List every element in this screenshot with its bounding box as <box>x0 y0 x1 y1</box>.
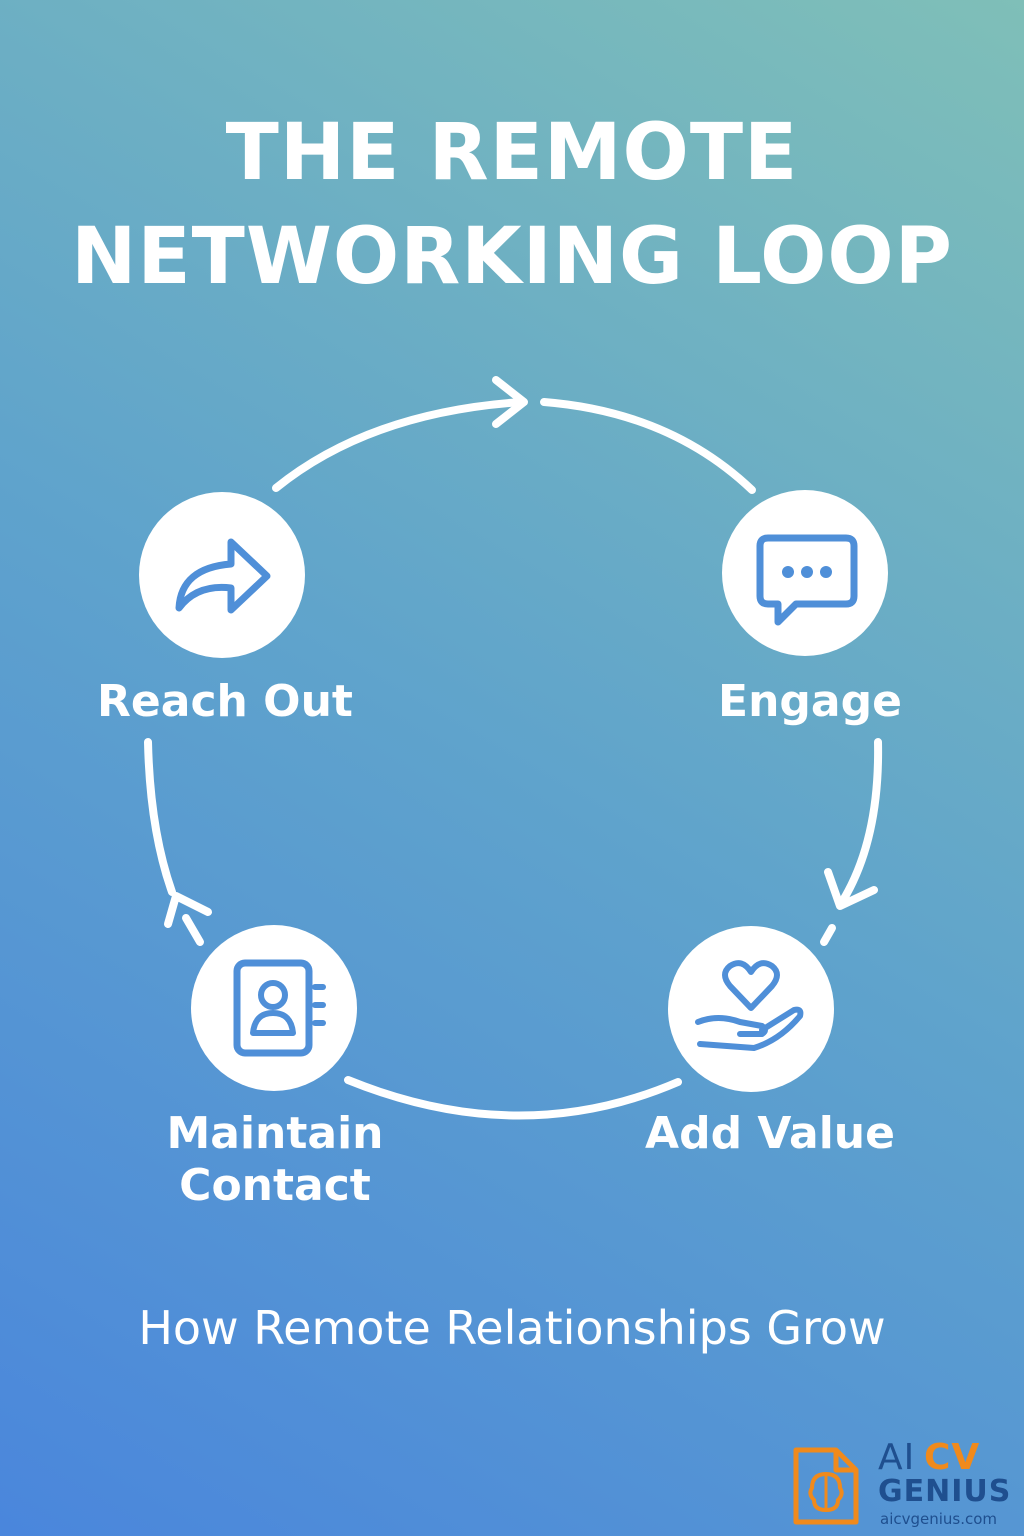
arrow-head-left <box>164 892 212 928</box>
title-line-1: THE REMOTE <box>225 108 799 198</box>
step-reach-out-label: Reach Out <box>97 676 353 727</box>
logo-genius-text: GENIUS <box>878 1474 1012 1509</box>
title-line-2: NETWORKING LOOP <box>71 212 953 302</box>
chat-bubble-icon <box>756 534 858 626</box>
step-reach-out-node <box>139 492 305 658</box>
connector-bottom <box>344 1076 682 1120</box>
logo-cv-text: CV <box>924 1437 981 1478</box>
step-maintain-contact-label: Maintain Contact <box>120 1108 430 1212</box>
subtitle: How Remote Relationships Grow <box>138 1301 886 1355</box>
step-engage-label: Engage <box>718 676 902 727</box>
share-arrow-icon <box>175 538 271 614</box>
contact-book-icon <box>233 959 326 1057</box>
connector-left <box>144 738 176 896</box>
connector-right <box>838 738 883 906</box>
step-maintain-contact-label-line2: Contact <box>179 1160 371 1211</box>
connector-right-tail <box>820 924 836 946</box>
step-engage-node <box>722 490 888 656</box>
connector-top <box>272 398 526 492</box>
connector-top-right <box>540 398 756 494</box>
logo-url: aicvgenius.com <box>880 1510 998 1528</box>
step-maintain-contact-node <box>191 925 357 1091</box>
heart-hand-icon <box>695 960 804 1051</box>
logo-ai-text: AI <box>878 1437 916 1478</box>
document-brain-icon <box>793 1447 859 1525</box>
arrow-head-right <box>824 868 878 910</box>
brand-logo: AI CV GENIUS aicvgenius.com <box>786 1438 1018 1530</box>
connector-left-tail <box>182 914 204 946</box>
arrow-head-top <box>492 376 528 428</box>
step-add-value-node <box>668 926 834 1092</box>
step-maintain-contact-label-line1: Maintain <box>166 1108 384 1159</box>
step-add-value-label: Add Value <box>645 1108 895 1159</box>
